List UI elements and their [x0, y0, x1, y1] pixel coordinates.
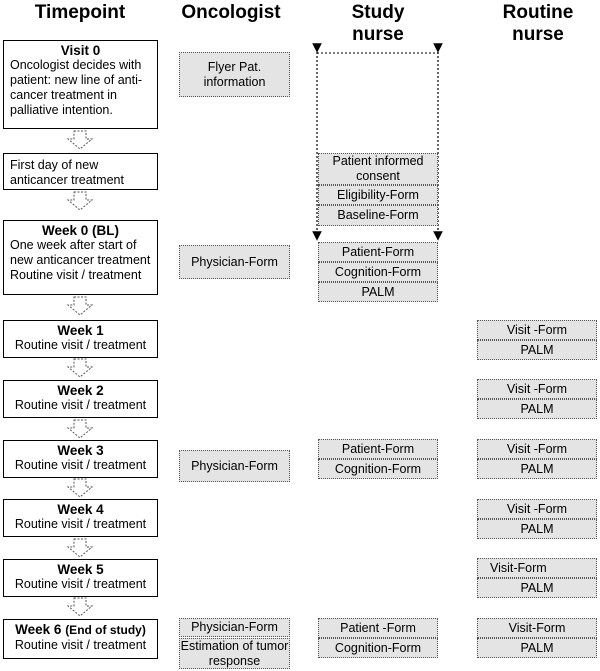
baseline-form: Baseline-Form: [318, 205, 438, 226]
timepoint-week-2: Week 2 Routine visit / treatment: [3, 380, 158, 418]
timepoint-title: Week 5: [57, 562, 104, 577]
palm-week-5: PALM: [477, 578, 597, 598]
palm-bl: PALM: [318, 282, 438, 302]
patient-form-week-3: Patient-Form: [318, 439, 438, 459]
timepoint-text: Routine visit / treatment: [14, 638, 147, 652]
timepoint-visit-0: Visit 0 Oncologist decides with patient:…: [3, 40, 158, 129]
timepoint-week-3: Week 3 Routine visit / treatment: [3, 440, 158, 478]
flow-arrow: [66, 130, 94, 150]
physician-form-week-3: Physician-Form: [179, 450, 290, 482]
palm-week-4: PALM: [477, 519, 597, 539]
timepoint-text: Routine visit / treatment: [14, 338, 147, 352]
timepoint-text: First day of new anticancer treatment: [10, 158, 124, 187]
flow-arrows: [66, 130, 94, 617]
timepoint-title: Week 3: [57, 443, 104, 458]
physician-form-bl: Physician-Form: [179, 245, 290, 279]
flow-arrow: [66, 597, 94, 617]
flow-arrow: [66, 358, 94, 378]
timepoint-text: Routine visit / treatment: [14, 458, 147, 472]
cognition-form-bl: Cognition-Form: [318, 262, 438, 282]
timepoint-title: Week 4: [57, 502, 104, 517]
timepoint-title: Week 2: [57, 383, 104, 398]
timepoint-week-6: Week 6 (End of study) Routine visit / tr…: [3, 619, 158, 659]
visit-form-week-2: Visit -Form: [477, 379, 597, 399]
physician-form-week-6: Physician-Form: [179, 618, 290, 637]
visit-form-week-4: Visit -Form: [477, 499, 597, 519]
header-oncologist: Oncologist: [181, 2, 281, 23]
timepoint-text: Routine visit / treatment: [14, 577, 147, 591]
timepoint-text: One week after start of new anticancer t…: [10, 238, 151, 267]
palm-week-6: PALM: [477, 638, 597, 658]
tumor-response-estimation: Estimation of tumor response: [179, 638, 290, 669]
timepoint-text: Routine visit / treatment: [14, 517, 147, 531]
timepoint-title: Week 6 (End of study): [15, 622, 146, 637]
flyer-patient-information: Flyer Pat. information: [179, 52, 290, 97]
palm-week-1: PALM: [477, 340, 597, 360]
eligibility-form: Eligibility-Form: [318, 185, 438, 205]
timepoint-week-4: Week 4 Routine visit / treatment: [3, 499, 158, 537]
cognition-form-week-6: Cognition-Form: [318, 638, 438, 658]
timepoint-week-1: Week 1 Routine visit / treatment: [3, 320, 158, 358]
timepoint-title: Week 0 (BL): [41, 223, 120, 238]
flow-arrow: [66, 419, 94, 439]
timepoint-text: Oncologist decides with patient: new lin…: [10, 58, 143, 117]
header-timepoint: Timepoint: [34, 2, 126, 23]
flow-arrow: [66, 191, 94, 211]
patient-form-bl: Patient-Form: [318, 242, 438, 262]
flow-arrow: [66, 478, 94, 498]
flow-arrow: [66, 296, 94, 316]
patient-informed-consent: Patient informed consent: [318, 153, 438, 185]
timepoint-title: Visit 0: [60, 43, 101, 58]
visit-form-week-3: Visit -Form: [477, 439, 597, 459]
timepoint-text: Routine visit / treatment: [10, 268, 142, 282]
timepoint-title: Week 1: [57, 323, 104, 338]
palm-week-2: PALM: [477, 399, 597, 419]
cognition-form-week-3: Cognition-Form: [318, 459, 438, 479]
timepoint-week-0: Week 0 (BL) One week after start of new …: [3, 220, 158, 295]
header-study-nurse: Study nurse: [351, 2, 405, 45]
timepoint-text: Routine visit / treatment: [14, 398, 147, 412]
flow-arrow: [66, 538, 94, 558]
visit-form-week-6: Visit-Form: [477, 618, 597, 638]
timepoint-week-5: Week 5 Routine visit / treatment: [3, 559, 158, 597]
visit-form-week-1: Visit -Form: [477, 320, 597, 340]
visit-form-week-5: Visit-Form: [477, 558, 597, 578]
header-routine-nurse: Routine nurse: [502, 2, 574, 45]
patient-form-week-6: Patient -Form: [318, 618, 438, 638]
palm-week-3: PALM: [477, 459, 597, 479]
timepoint-first-day: First day of new anticancer treatment: [3, 153, 158, 190]
